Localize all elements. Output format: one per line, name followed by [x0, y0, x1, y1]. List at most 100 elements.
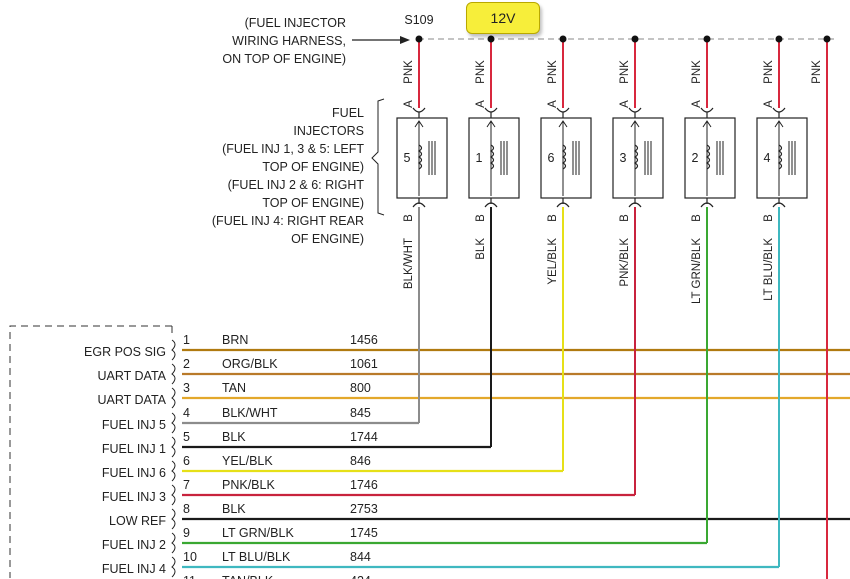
- solenoid-coil-icon: [633, 144, 639, 170]
- pin-number: 4: [183, 406, 190, 420]
- pin-wire-color: LT BLU/BLK: [222, 550, 291, 564]
- wire-color-label: PNK: [475, 60, 487, 84]
- pin-a-label: A: [763, 100, 775, 108]
- harness-note-line: (FUEL INJECTOR: [245, 16, 346, 30]
- injector-arrow: [414, 120, 424, 128]
- injector-arrow: [774, 120, 784, 128]
- pin-bracket: [171, 460, 176, 482]
- connector-outline: [9, 325, 172, 578]
- pin-circuit-number: 1745: [350, 526, 378, 540]
- wire-color-label: YEL/BLK: [547, 238, 559, 285]
- pin-bracket: [171, 436, 176, 458]
- injector-box: [468, 117, 520, 199]
- injector-box: [396, 117, 448, 199]
- pin-signal-label: FUEL INJ 4: [102, 562, 166, 576]
- injector-number: 5: [404, 151, 411, 165]
- wire-color-label: PNK: [403, 60, 415, 84]
- pin-number: 9: [183, 526, 190, 540]
- pin-b-label: B: [691, 214, 703, 222]
- pin-wire-color: TAN: [222, 381, 246, 395]
- solenoid-coil-icon: [705, 144, 711, 170]
- pin-wire-color: BRN: [222, 333, 248, 347]
- injector-group-label: FUEL INJECTORS (FUEL INJ 1, 3 & 5: LEFT …: [212, 98, 385, 246]
- solenoid-coil-icon: [417, 144, 423, 170]
- pin-b-label: B: [475, 214, 487, 222]
- injector-label-line: (FUEL INJ 1, 3 & 5: LEFT: [222, 142, 364, 156]
- injector-brace: [371, 98, 385, 216]
- voltage-callout-text: 12V: [490, 10, 516, 26]
- harness-note-line: WIRING HARNESS,: [232, 34, 346, 48]
- pin-b-label: B: [547, 214, 559, 222]
- pin-bracket: [171, 363, 176, 385]
- pin-bracket: [171, 387, 176, 409]
- pin-circuit-number: 1744: [350, 430, 378, 444]
- injector-number: 3: [620, 151, 627, 165]
- injector-arrow: [630, 120, 640, 128]
- pin-signal-label: FUEL INJ 2: [102, 538, 166, 552]
- pin-signal-label: UART DATA: [97, 393, 166, 407]
- pin-wire-color: PNK/BLK: [222, 478, 275, 492]
- diagram-elements: PNKPNKABBLK/WHT5PNKABBLK1PNKABYEL/BLK6PN…: [84, 35, 850, 579]
- wire-color-label: PNK/BLK: [619, 238, 631, 287]
- pin-signal-label: FUEL INJ 5: [102, 418, 166, 432]
- pin-signal-label: FUEL INJ 3: [102, 490, 166, 504]
- pin-wire-color: BLK: [222, 502, 246, 516]
- pin-circuit-number: 2753: [350, 502, 378, 516]
- wire-color-label: PNK: [619, 60, 631, 84]
- pin-b-label: B: [763, 214, 775, 222]
- pin-bracket: [171, 484, 176, 506]
- wire-color-label: PNK: [763, 60, 775, 84]
- injector-label-line: TOP OF ENGINE): [262, 196, 364, 210]
- pin-signal-label: EGR POS SIG: [84, 345, 166, 359]
- pin-bracket: [171, 508, 176, 530]
- pin-a-label: A: [547, 100, 559, 108]
- harness-note-line: ON TOP OF ENGINE): [222, 52, 346, 66]
- wire-color-label: LT BLU/BLK: [763, 238, 775, 301]
- injector-label-line: OF ENGINE): [291, 232, 364, 246]
- pin-a-label: A: [691, 100, 703, 108]
- splice-node: [703, 35, 711, 43]
- splice-node: [775, 35, 783, 43]
- pin-wire-color: YEL/BLK: [222, 454, 273, 468]
- pin-wire-color: BLK: [222, 430, 246, 444]
- injector-box: [612, 117, 664, 199]
- pin-circuit-number: 845: [350, 406, 371, 420]
- pin-bracket: [171, 532, 176, 554]
- injector-label-line: INJECTORS: [293, 124, 364, 138]
- pin-b-label: B: [619, 214, 631, 222]
- pin-circuit-number: 800: [350, 381, 371, 395]
- injector-box: [540, 117, 592, 199]
- injector-number: 1: [476, 151, 483, 165]
- injector-number: 4: [764, 151, 771, 165]
- injector-arrow: [486, 120, 496, 128]
- pin-number: 3: [183, 381, 190, 395]
- wire-color-label: PNK: [691, 60, 703, 84]
- pin-bracket: [171, 556, 176, 578]
- splice-label: S109: [404, 13, 433, 27]
- pin-signal-label: LOW REF: [109, 514, 166, 528]
- injector-label-line: FUEL: [332, 106, 364, 120]
- injector-number: 2: [692, 151, 699, 165]
- solenoid-coil-icon: [561, 144, 567, 170]
- pin-wire-color: LT GRN/BLK: [222, 526, 294, 540]
- injector-box: [684, 117, 736, 199]
- voltage-callout: 12V: [466, 2, 540, 34]
- solenoid-coil-icon: [489, 144, 495, 170]
- injector-label-line: (FUEL INJ 4: RIGHT REAR: [212, 214, 364, 228]
- pin-a-label: A: [403, 100, 415, 108]
- pin-signal-label: FUEL INJ 1: [102, 442, 166, 456]
- pin-a-label: A: [619, 100, 631, 108]
- pin-circuit-number: 844: [350, 550, 371, 564]
- harness-arrowhead: [400, 36, 410, 44]
- wire-color-label: PNK: [547, 60, 559, 84]
- injector-label-line: (FUEL INJ 2 & 6: RIGHT: [228, 178, 365, 192]
- pin-signal-label: UART DATA: [97, 369, 166, 383]
- pin-number: 6: [183, 454, 190, 468]
- injector-arrow: [558, 120, 568, 128]
- pin-a-label: A: [475, 100, 487, 108]
- splice-node: [631, 35, 639, 43]
- solenoid-coil-icon: [777, 144, 783, 170]
- pin-signal-label: FUEL INJ 6: [102, 466, 166, 480]
- splice-node: [559, 35, 567, 43]
- pin-bracket: [171, 412, 176, 434]
